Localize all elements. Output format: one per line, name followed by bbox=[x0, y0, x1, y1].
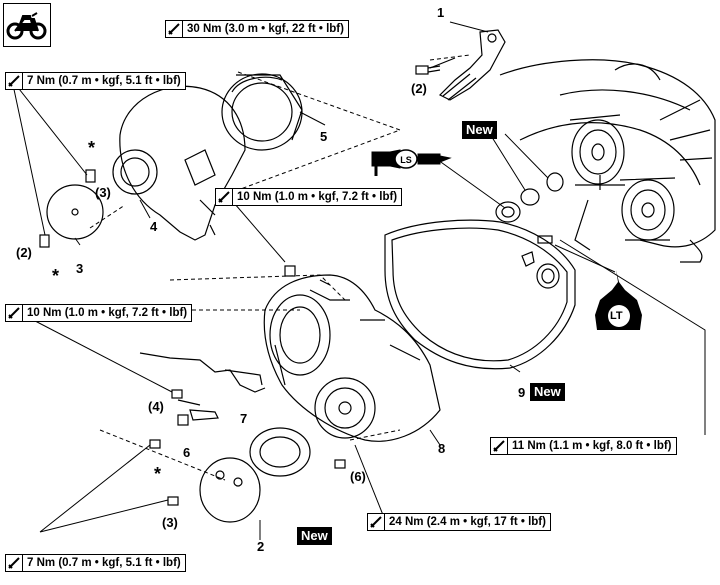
torque-wrench-icon bbox=[6, 555, 23, 571]
motorcycle-icon bbox=[3, 3, 51, 47]
callout-3-qty-top: (3) bbox=[95, 185, 111, 200]
asterisk-mark: * bbox=[88, 138, 96, 158]
torque-value: 7 Nm (0.7 m • kgf, 5.1 ft • lbf) bbox=[27, 75, 181, 87]
bolt-2-left bbox=[39, 234, 50, 248]
callout-6-qty: (6) bbox=[350, 469, 366, 484]
circlip bbox=[546, 172, 564, 192]
torque-wrench-icon bbox=[491, 438, 508, 454]
new-badge-ring: New bbox=[297, 527, 332, 545]
locking-bolt bbox=[537, 235, 553, 244]
part-7-bracket bbox=[139, 352, 266, 393]
callout-4: 4 bbox=[150, 219, 158, 234]
o-ring-top bbox=[520, 188, 540, 206]
asterisk-mark: * bbox=[154, 464, 162, 484]
part-5-duct bbox=[221, 73, 303, 151]
torque-spec-bolt-6: 24 Nm (2.4 m • kgf, 17 ft • lbf) bbox=[367, 513, 551, 531]
torque-value: 30 Nm (3.0 m • kgf, 22 ft • lbf) bbox=[187, 23, 344, 35]
callout-2-qty-left: (2) bbox=[16, 245, 32, 260]
torque-spec-footrest: 30 Nm (3.0 m • kgf, 22 ft • lbf) bbox=[165, 20, 349, 38]
callout-3: 3 bbox=[76, 261, 84, 276]
torque-wrench-icon bbox=[6, 73, 23, 89]
torque-spec-part-4: 10 Nm (1.0 m • kgf, 7.2 ft • lbf) bbox=[215, 188, 403, 206]
bolt-3-lower bbox=[167, 496, 179, 506]
callout-1: 1 bbox=[437, 5, 445, 20]
engine-outline bbox=[499, 59, 716, 263]
part-2-ring bbox=[249, 427, 311, 477]
part-2-plate bbox=[199, 457, 261, 523]
torque-wrench-icon bbox=[6, 305, 23, 321]
part-3-plate bbox=[46, 184, 104, 240]
part-4-cover bbox=[112, 85, 246, 241]
new-badge-gasket: New bbox=[530, 383, 565, 401]
callout-2: 2 bbox=[257, 539, 265, 554]
bolt-6 bbox=[334, 459, 346, 469]
part-8-crankcase-cover bbox=[263, 274, 441, 442]
part-6-clamp bbox=[177, 414, 189, 426]
callout-7: 7 bbox=[240, 411, 248, 426]
callout-6: 6 bbox=[183, 445, 191, 460]
callout-9: 9 bbox=[518, 385, 526, 400]
footrest-part bbox=[429, 29, 506, 101]
torque-value: 24 Nm (2.4 m • kgf, 17 ft • lbf) bbox=[389, 516, 546, 528]
bolt-3-top bbox=[85, 169, 96, 183]
grease-gun-icon bbox=[371, 149, 452, 176]
asterisk-mark: * bbox=[52, 266, 60, 286]
callout-2-qty-top: (2) bbox=[411, 81, 427, 96]
oil-seal-top bbox=[495, 201, 521, 223]
callout-8: 8 bbox=[438, 441, 446, 456]
bolt-4 bbox=[171, 389, 183, 399]
lt-label: LT bbox=[610, 310, 623, 322]
torque-wrench-icon bbox=[368, 514, 385, 530]
torque-wrench-icon bbox=[166, 21, 183, 37]
locktite-bottle-icon bbox=[595, 270, 642, 330]
torque-spec-bolt-4: 10 Nm (1.0 m • kgf, 7.2 ft • lbf) bbox=[5, 304, 193, 322]
part-9-gasket bbox=[384, 219, 576, 370]
bolt-2-top bbox=[415, 65, 441, 75]
bolt-part-4 bbox=[284, 265, 296, 277]
oil-seal-right bbox=[536, 263, 560, 289]
dowel bbox=[521, 251, 535, 267]
torque-value: 10 Nm (1.0 m • kgf, 7.2 ft • lbf) bbox=[27, 307, 188, 319]
torque-spec-bolt-3-lower: 7 Nm (0.7 m • kgf, 5.1 ft • lbf) bbox=[5, 554, 186, 572]
torque-value: 11 Nm (1.1 m • kgf, 8.0 ft • lbf) bbox=[512, 440, 672, 452]
torque-wrench-icon bbox=[216, 189, 233, 205]
torque-value: 7 Nm (0.7 m • kgf, 5.1 ft • lbf) bbox=[27, 557, 181, 569]
bolt-left-lower bbox=[149, 439, 161, 449]
torque-spec-gasket: 11 Nm (1.1 m • kgf, 8.0 ft • lbf) bbox=[490, 437, 677, 455]
torque-spec-bolt-3: 7 Nm (0.7 m • kgf, 5.1 ft • lbf) bbox=[5, 72, 186, 90]
callout-4-qty: (4) bbox=[148, 399, 164, 414]
ls-label: LS bbox=[400, 155, 412, 165]
callout-5: 5 bbox=[320, 129, 328, 144]
callout-3-qty-lower: (3) bbox=[162, 515, 178, 530]
new-badge-seals: New bbox=[462, 121, 497, 139]
torque-value: 10 Nm (1.0 m • kgf, 7.2 ft • lbf) bbox=[237, 191, 398, 203]
